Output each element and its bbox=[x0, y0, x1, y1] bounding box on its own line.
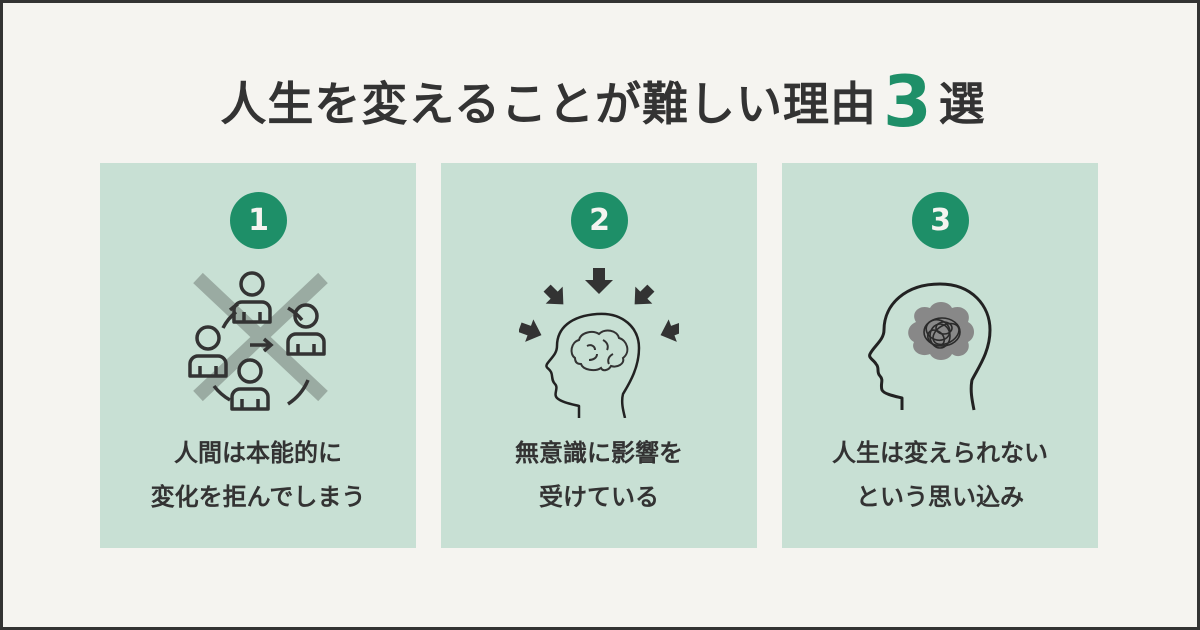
card-caption: 人生は変えられない という思い込み bbox=[782, 431, 1098, 519]
number-badge: 3 bbox=[912, 192, 969, 249]
reason-card-2: 2 無意識に影響を 受けている bbox=[441, 163, 757, 548]
card-caption: 人間は本能的に 変化を拒んでしまう bbox=[100, 431, 416, 519]
caption-line-1: 無意識に影響を bbox=[515, 439, 683, 467]
number-badge: 1 bbox=[230, 192, 287, 249]
caption-line-2: 受けている bbox=[539, 483, 659, 511]
number-badge: 2 bbox=[571, 192, 628, 249]
pressure-arrows bbox=[519, 268, 679, 342]
caption-line-1: 人生は変えられない bbox=[832, 439, 1048, 467]
title-text: 人生を変えることが難しい理由 bbox=[220, 77, 877, 131]
title-suffix: 選 bbox=[938, 77, 986, 131]
head-brain-arrows-icon bbox=[519, 268, 679, 418]
caption-line-2: という思い込み bbox=[856, 483, 1024, 511]
people-circle-crossed-icon bbox=[188, 271, 328, 411]
title-number: 3 bbox=[882, 61, 933, 143]
reason-card-1: 1 人間は本能的に 変化を拒んでしまう bbox=[100, 163, 416, 548]
card-caption: 無意識に影響を 受けている bbox=[441, 431, 757, 519]
caption-line-2: 変化を拒んでしまう bbox=[150, 483, 366, 511]
head-tangled-thoughts-icon bbox=[868, 282, 992, 411]
reason-card-3: 3 人生は変えられない という思い込み bbox=[782, 163, 1098, 548]
caption-line-1: 人間は本能的に bbox=[174, 439, 342, 467]
